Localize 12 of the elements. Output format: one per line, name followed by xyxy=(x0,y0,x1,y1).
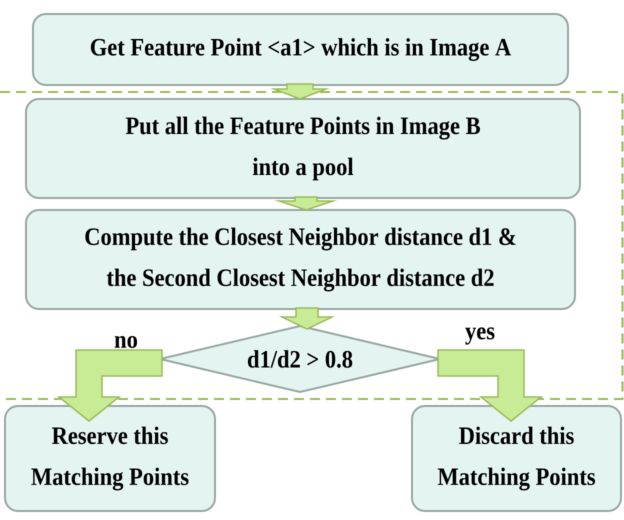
block-arrow xyxy=(437,349,544,422)
block-arrow xyxy=(274,196,338,211)
block-arrow xyxy=(270,83,330,100)
edge-label: no xyxy=(113,335,139,350)
process-box: Discard this Matching Points xyxy=(411,405,622,512)
block-arrow xyxy=(278,307,336,330)
edge-label: yes xyxy=(464,326,496,346)
block-arrow xyxy=(56,349,163,422)
process-box: Compute the Closest Neighbor distance d1 & the Second Closest Neighbor distance d2 xyxy=(25,209,576,310)
process-box: Get Feature Point <a1> which is in Image A xyxy=(32,13,569,86)
process-box: Put all the Feature Points in Image B into a pool xyxy=(25,98,581,199)
process-box: Reserve this Matching Points xyxy=(4,405,216,512)
